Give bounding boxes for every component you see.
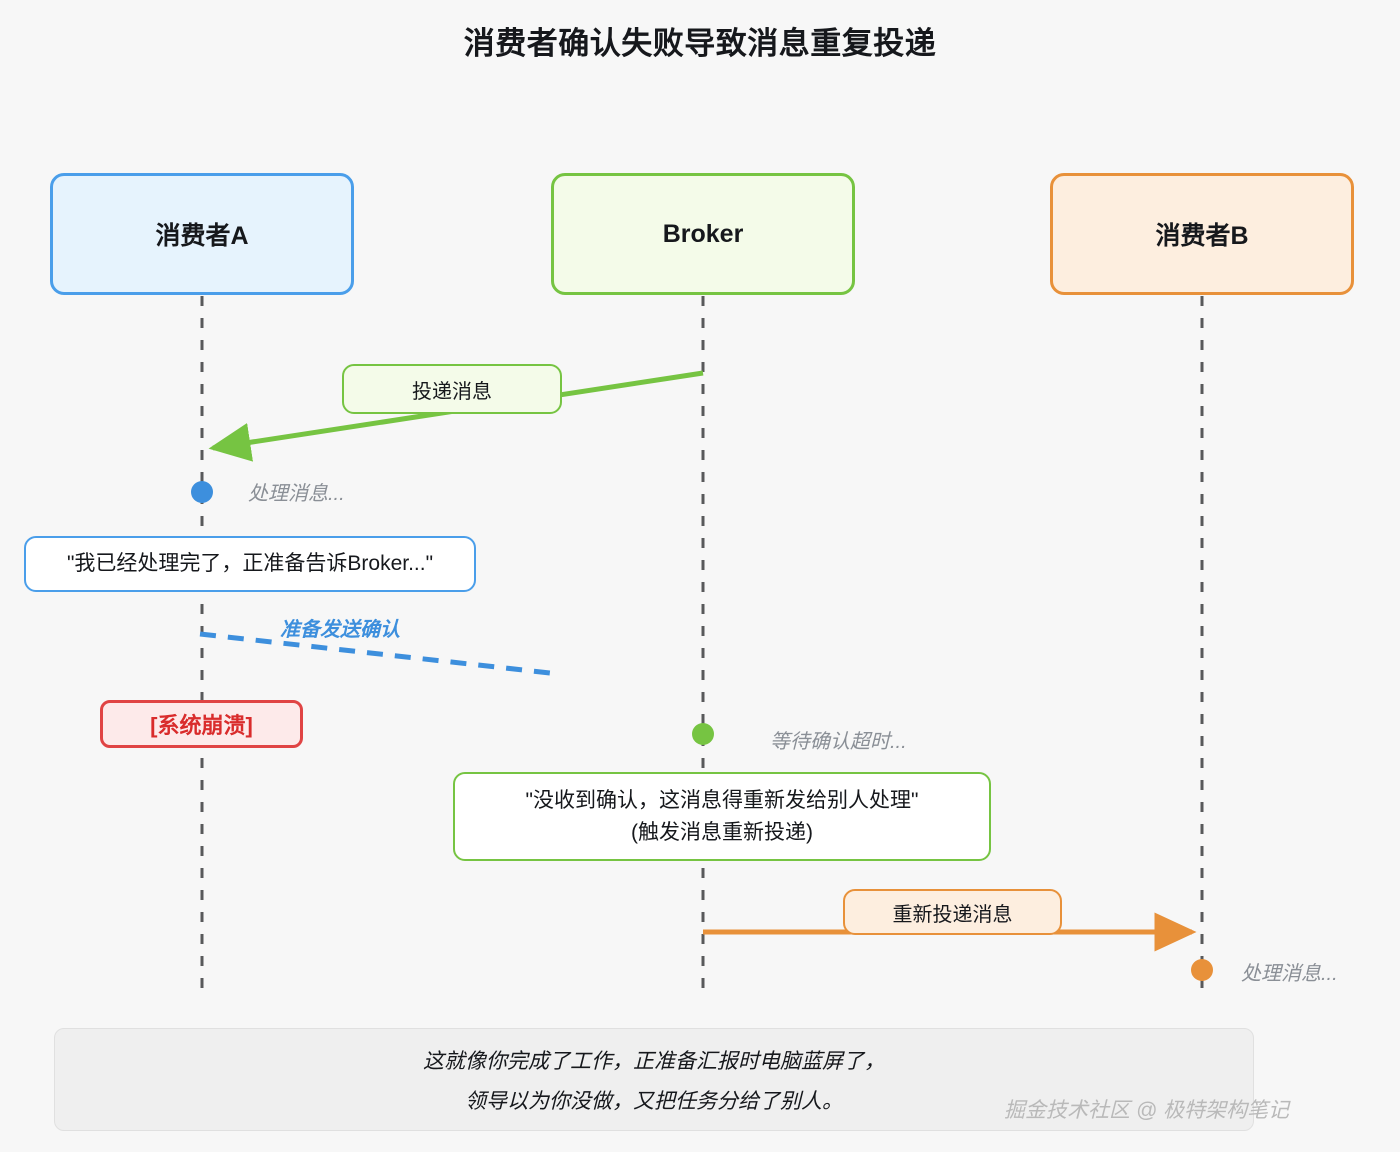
- message-label-deliver: 投递消息: [342, 364, 562, 414]
- participant-broker[interactable]: Broker: [551, 173, 855, 295]
- participant-consumer-b[interactable]: 消费者B: [1050, 173, 1354, 295]
- page-title: 消费者确认失败导致消息重复投递: [463, 26, 937, 61]
- crash-badge: [系统崩溃]: [100, 700, 303, 748]
- message-label-text: 重新投递消息: [892, 903, 1013, 926]
- activity-dot-consumer-a: [191, 481, 213, 503]
- footer-analogy-box: 这就像你完成了工作，正准备汇报时电脑蓝屏了， 领导以为你没做，又把任务分给了别人…: [54, 1028, 1254, 1131]
- participant-label: 消费者A: [155, 222, 249, 250]
- activity-label-consumer-a: 处理消息...: [248, 483, 345, 505]
- message-label-redeliver: 重新投递消息: [843, 889, 1062, 935]
- crash-label: [系统崩溃]: [150, 713, 253, 738]
- note-line: (触发消息重新投递): [631, 820, 813, 844]
- note-broker: "没收到确认，这消息得重新发给别人处理" (触发消息重新投递): [453, 772, 991, 861]
- activity-label-consumer-b: 处理消息...: [1241, 963, 1338, 985]
- note-line: "没收到确认，这消息得重新发给别人处理": [525, 789, 919, 812]
- message-label-text: 投递消息: [412, 380, 492, 403]
- activity-label-broker: 等待确认超时...: [770, 731, 907, 753]
- footer-line: 领导以为你没做，又把任务分给了别人。: [465, 1089, 843, 1113]
- watermark-text: 掘金技术社区 @ 极特架构笔记: [1004, 1099, 1289, 1122]
- message-label-prepare-ack: 准备发送确认: [280, 619, 400, 641]
- activity-dot-broker: [692, 723, 714, 745]
- message-line-prepare-ack: [199, 631, 551, 676]
- participant-label: Broker: [662, 219, 744, 248]
- footer-line: 这就像你完成了工作，正准备汇报时电脑蓝屏了，: [423, 1049, 885, 1073]
- participant-label: 消费者B: [1155, 222, 1249, 250]
- note-consumer-a: "我已经处理完了，正准备告诉Broker...": [24, 536, 476, 592]
- participant-consumer-a[interactable]: 消费者A: [50, 173, 354, 295]
- note-line: "我已经处理完了，正准备告诉Broker...": [66, 552, 434, 576]
- activity-dot-consumer-b: [1191, 959, 1213, 981]
